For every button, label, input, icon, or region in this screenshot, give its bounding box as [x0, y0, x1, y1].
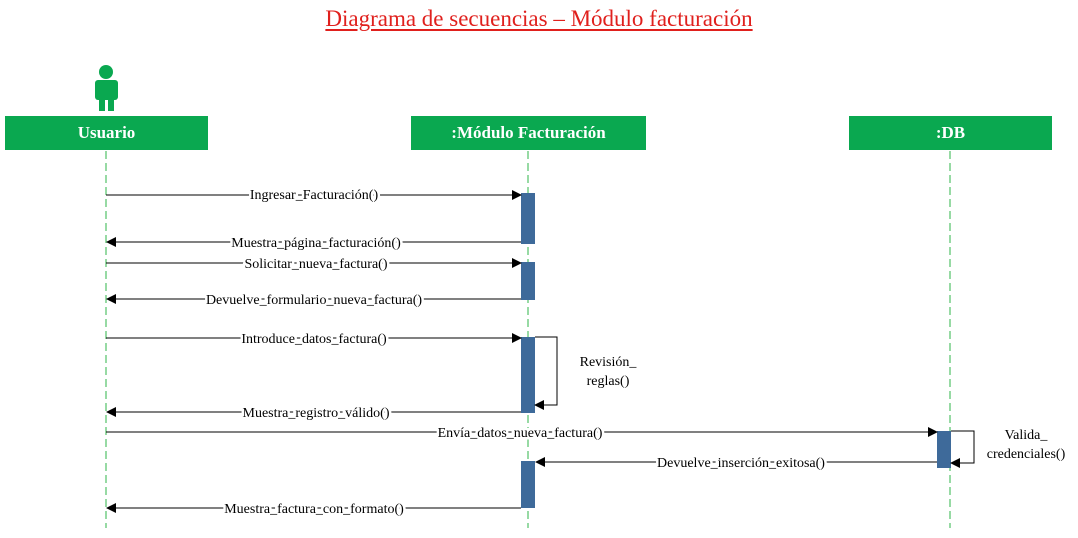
activation-bar [937, 431, 951, 468]
self-message-label-revision: Revisión_ reglas() [566, 353, 650, 391]
message-label: Ingresar_Facturación() [250, 188, 379, 203]
message-label: Solicitar_nueva_factura() [244, 257, 387, 272]
diagram-title: Diagrama de secuencias – Módulo facturac… [325, 6, 753, 31]
message-label: Devuelve_formulario_nueva_factura() [206, 293, 422, 308]
lane-header-modulo: :Módulo Facturación [411, 116, 646, 150]
message-label: Muestra_registro_válido() [243, 406, 390, 421]
person-icon [95, 65, 118, 111]
self-message-label-valida: Valida_ credenciales() [978, 426, 1074, 464]
note-line: Revisión_ [579, 355, 637, 370]
self-message-arrow-revision [534, 336, 558, 410]
message-label: Devuelve_inserción_exitosa() [657, 456, 825, 471]
note-line: credenciales() [986, 447, 1066, 462]
message-label: Muestra_página_facturación() [231, 236, 401, 251]
activation-bar [521, 461, 535, 508]
self-message-arrow-valida [950, 430, 975, 468]
lane-header-usuario: Usuario [5, 116, 208, 150]
message-label: Introduce_datos_factura() [241, 332, 387, 347]
lane-header-db: :DB [849, 116, 1052, 150]
activation-bar [521, 193, 535, 244]
note-line: Valida_ [1004, 428, 1048, 443]
activation-bar [521, 262, 535, 300]
activation-bar [521, 337, 535, 413]
message-label: Envía_datos_nueva_factura() [438, 426, 603, 441]
message-label: Muestra_factura_con_formato() [224, 502, 404, 517]
note-line: reglas() [586, 374, 630, 389]
